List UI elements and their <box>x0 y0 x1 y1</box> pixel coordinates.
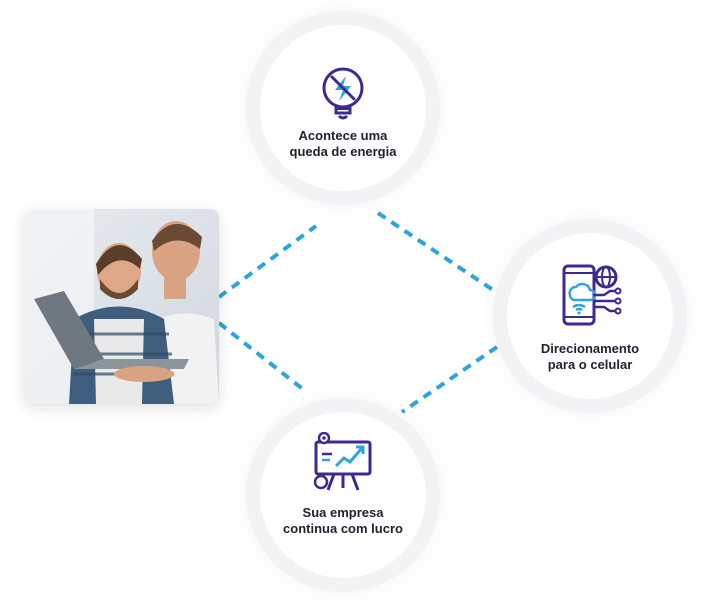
connector-energy-to-phone <box>376 211 498 294</box>
phone-redirect-label: Direcionamento para o celular <box>541 341 639 373</box>
energy-outage-label: Acontece uma queda de energia <box>290 128 397 160</box>
phone-cloud-network-icon <box>562 264 622 326</box>
power-outage-bulb-icon <box>322 67 364 120</box>
growth-chart-board-icon <box>313 432 372 491</box>
phone-label-line-1: Direcionamento <box>540 341 640 356</box>
business-profit-node: Sua empresa continua com lucro <box>260 412 426 578</box>
connector-phone-to-profit <box>400 345 499 414</box>
profit-label-line-1: Sua empresa <box>302 505 384 520</box>
phone-redirect-node: Direcionamento para o celular <box>507 233 673 399</box>
people-with-laptop-photo <box>24 209 219 404</box>
business-profit-label: Sua empresa continua com lucro <box>283 505 403 537</box>
energy-label-line-1: Acontece uma <box>298 128 388 143</box>
connector-photo-to-energy <box>217 224 318 299</box>
energy-label-line-2: queda de energia <box>289 144 397 159</box>
energy-outage-node: Acontece uma queda de energia <box>260 25 426 191</box>
phone-label-line-2: para o celular <box>547 357 633 372</box>
connector-photo-to-profit <box>217 321 306 392</box>
profit-label-line-2: continua com lucro <box>283 521 403 536</box>
